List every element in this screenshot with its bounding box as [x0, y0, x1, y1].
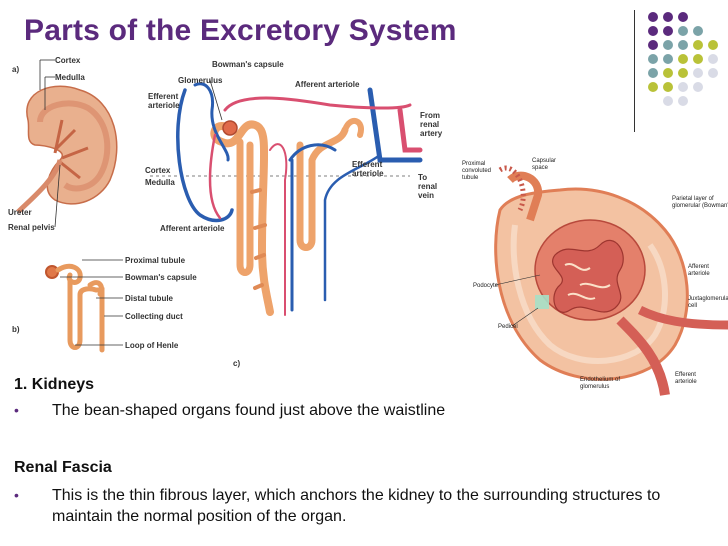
- dot: [708, 40, 718, 50]
- dot: [648, 12, 658, 22]
- heading-renal-fascia: Renal Fascia: [14, 459, 112, 476]
- panel-a-label: a): [12, 65, 19, 74]
- dot: [693, 26, 703, 36]
- dot: [693, 54, 703, 64]
- nephron-vessels-illustration: [176, 82, 423, 316]
- label-proximal-tubule: Proximal tubule: [125, 256, 186, 265]
- glomerulus-illustration: [494, 165, 728, 396]
- bullet-icon: •: [14, 487, 19, 503]
- label-podocyte: Podocyte: [473, 283, 499, 289]
- panel-c-label: c): [233, 359, 240, 368]
- dot: [693, 68, 703, 78]
- label-bowmans-capsule-b: Bowman's capsule: [125, 273, 197, 282]
- slide-title: Parts of the Excretory System: [24, 14, 457, 47]
- bullet-text: This is the thin fibrous layer, which an…: [52, 487, 661, 525]
- dot: [648, 26, 658, 36]
- dot: [678, 68, 688, 78]
- panel-b-label: b): [12, 325, 20, 334]
- dot: [708, 68, 718, 78]
- dot: [678, 54, 688, 64]
- dot: [678, 82, 688, 92]
- label-afferent-arteriole-bottom: Afferent arteriole: [160, 224, 225, 233]
- label-loop-of-henle: Loop of Henle: [125, 341, 179, 350]
- excretory-figure: a) Cortex Medulla Ureter Renal pelvis b)…: [8, 56, 443, 368]
- dot: [678, 12, 688, 22]
- label-afferent-arteriole-top: Afferent arteriole: [295, 80, 360, 89]
- label-cortex: Cortex: [55, 56, 81, 65]
- divider-line: [634, 10, 635, 132]
- dot: [663, 26, 673, 36]
- label-distal-tubule: Distal tubule: [125, 294, 174, 303]
- dot: [663, 96, 673, 106]
- dot: [693, 40, 703, 50]
- dot: [663, 40, 673, 50]
- dot: [678, 26, 688, 36]
- label-medulla: Medulla: [55, 73, 85, 82]
- dot: [708, 54, 718, 64]
- dot: [648, 40, 658, 50]
- label-renal-pelvis: Renal pelvis: [8, 223, 55, 232]
- heading-kidneys: 1. Kidneys: [14, 376, 95, 393]
- dot: [663, 82, 673, 92]
- label-cortex-c: Cortex: [145, 166, 171, 175]
- kidney-cross-section-illustration: [16, 85, 118, 214]
- dot: [678, 96, 688, 106]
- dot: [663, 12, 673, 22]
- bullet-text: The bean-shaped organs found just above …: [52, 402, 446, 419]
- dot: [678, 40, 688, 50]
- nephron-illustration: [45, 263, 105, 353]
- dot: [663, 54, 673, 64]
- label-medulla-c: Medulla: [145, 178, 175, 187]
- label-pedicel: Pedicel: [498, 324, 518, 330]
- dot: [648, 82, 658, 92]
- dot: [663, 68, 673, 78]
- dot: [648, 54, 658, 64]
- dot: [648, 68, 658, 78]
- label-bowmans-capsule-c: Bowman's capsule: [212, 60, 284, 69]
- label-glomerulus: Glomerulus: [178, 76, 223, 85]
- dot: [693, 82, 703, 92]
- bullet-icon: •: [14, 402, 19, 418]
- label-ureter: Ureter: [8, 208, 32, 217]
- label-collecting-duct: Collecting duct: [125, 312, 183, 321]
